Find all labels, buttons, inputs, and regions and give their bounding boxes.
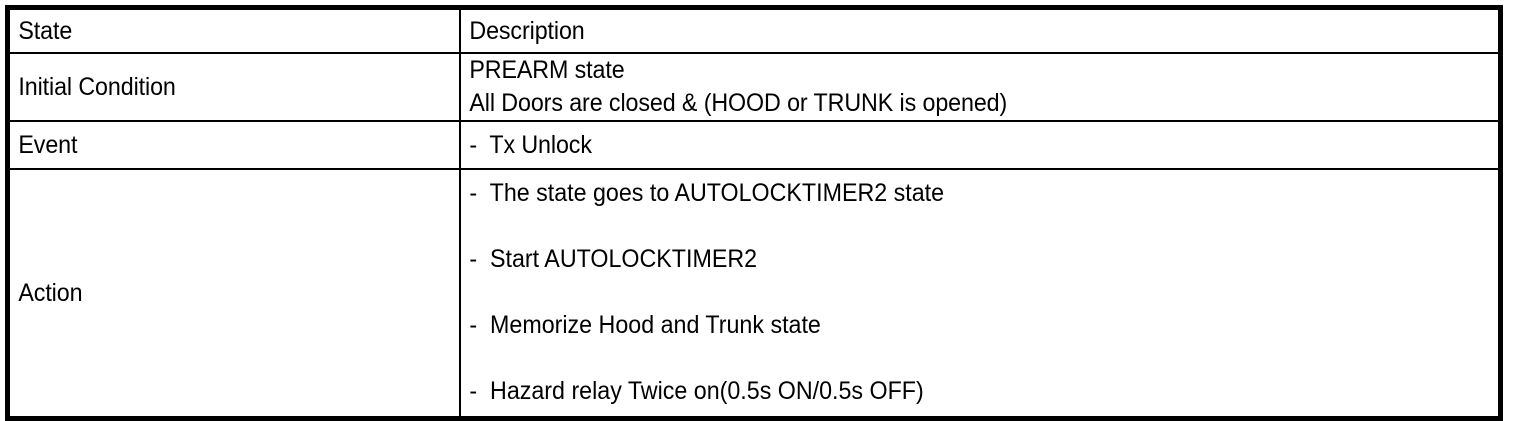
header-cell-state: State bbox=[7, 7, 461, 53]
description-text-initial-condition: PREARM state All Doors are closed & (HOO… bbox=[468, 55, 1007, 117]
action-line: - Start AUTOLOCKTIMER2 bbox=[468, 244, 757, 273]
row-label-initial-condition: Initial Condition bbox=[18, 72, 176, 101]
action-line: - The state goes to AUTOLOCKTIMER2 state bbox=[468, 178, 944, 207]
action-line: - Memorize Hood and Trunk state bbox=[468, 310, 821, 339]
action-line-list: - The state goes to AUTOLOCKTIMER2 state… bbox=[461, 170, 1426, 416]
column-header-state: State bbox=[18, 16, 73, 45]
row-description-cell-event: - Tx Unlock bbox=[459, 119, 1501, 169]
row-label-cell-action: Action bbox=[7, 167, 461, 418]
table-row: Initial Condition PREARM state All Doors… bbox=[7, 51, 1501, 121]
row-description-cell-action: - The state goes to AUTOLOCKTIMER2 state… bbox=[459, 167, 1501, 418]
action-line: - Hazard relay Twice on(0.5s ON/0.5s OFF… bbox=[468, 376, 924, 405]
row-label-action: Action bbox=[18, 278, 83, 307]
description-text-event: - Tx Unlock bbox=[468, 130, 592, 159]
row-description-cell-initial-condition: PREARM state All Doors are closed & (HOO… bbox=[459, 51, 1501, 121]
header-cell-description: Description bbox=[459, 7, 1501, 53]
table-header-row: State Description bbox=[7, 7, 1501, 53]
table-row: Event - Tx Unlock bbox=[7, 119, 1501, 169]
row-label-cell-initial-condition: Initial Condition bbox=[7, 51, 461, 121]
table-row: Action - The state goes to AUTOLOCKTIMER… bbox=[7, 167, 1501, 418]
row-label-cell-event: Event bbox=[7, 119, 461, 169]
state-description-table: State Description Initial Condition PREA… bbox=[5, 5, 1503, 421]
column-header-description: Description bbox=[468, 16, 585, 45]
row-label-event: Event bbox=[18, 130, 78, 159]
